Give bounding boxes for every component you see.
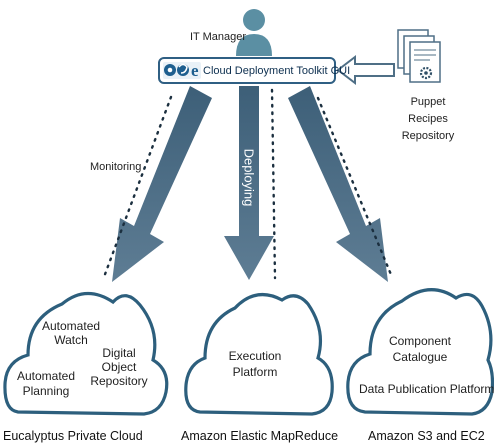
cloud-caption-eucalyptus: Eucalyptus Private Cloud (3, 429, 143, 443)
cloud-caption-s3-ec2: Amazon S3 and EC2 (368, 429, 485, 443)
deploying-label: Deploying (241, 148, 257, 207)
right-deploy-arrow (288, 86, 388, 282)
cloud-s3-ec2 (346, 288, 494, 416)
cloud-item-automated-planning: Automated Planning (16, 369, 76, 398)
repository-to-gui-arrow (336, 54, 395, 86)
cloud-mapreduce (184, 292, 334, 416)
ie-icon: e (191, 61, 199, 80)
cloud-item-data-publication-platform: Data Publication Platform (359, 382, 494, 396)
firefox-icon (177, 63, 189, 76)
cloud-caption-mapreduce: Amazon Elastic MapReduce (181, 429, 339, 443)
gear-icon (419, 66, 433, 80)
cloud-item-execution-platform: Execution Platform (228, 349, 282, 379)
monitoring-lines (102, 88, 394, 280)
svg-text:e: e (191, 61, 199, 80)
cloud-eucalyptus (3, 291, 169, 416)
documents-icon (397, 29, 441, 83)
cloud-item-automated-watch: Automated Watch (42, 319, 101, 347)
cloud-item-digital-object-repository: Digital Object Repository (90, 346, 148, 388)
monitoring-label: Monitoring (90, 161, 142, 173)
center-deploy-arrow (224, 86, 274, 280)
left-deploy-arrow (112, 86, 212, 282)
cloud-item-component-catalogue: Component Catalogue (388, 334, 452, 364)
person-icon (236, 9, 272, 56)
gui-label: Cloud Deployment Toolkit GUI (203, 65, 351, 77)
chrome-icon (164, 64, 176, 76)
repository-label: Puppet Recipes Repository (401, 96, 455, 142)
actor-label: IT Manager (190, 31, 247, 43)
